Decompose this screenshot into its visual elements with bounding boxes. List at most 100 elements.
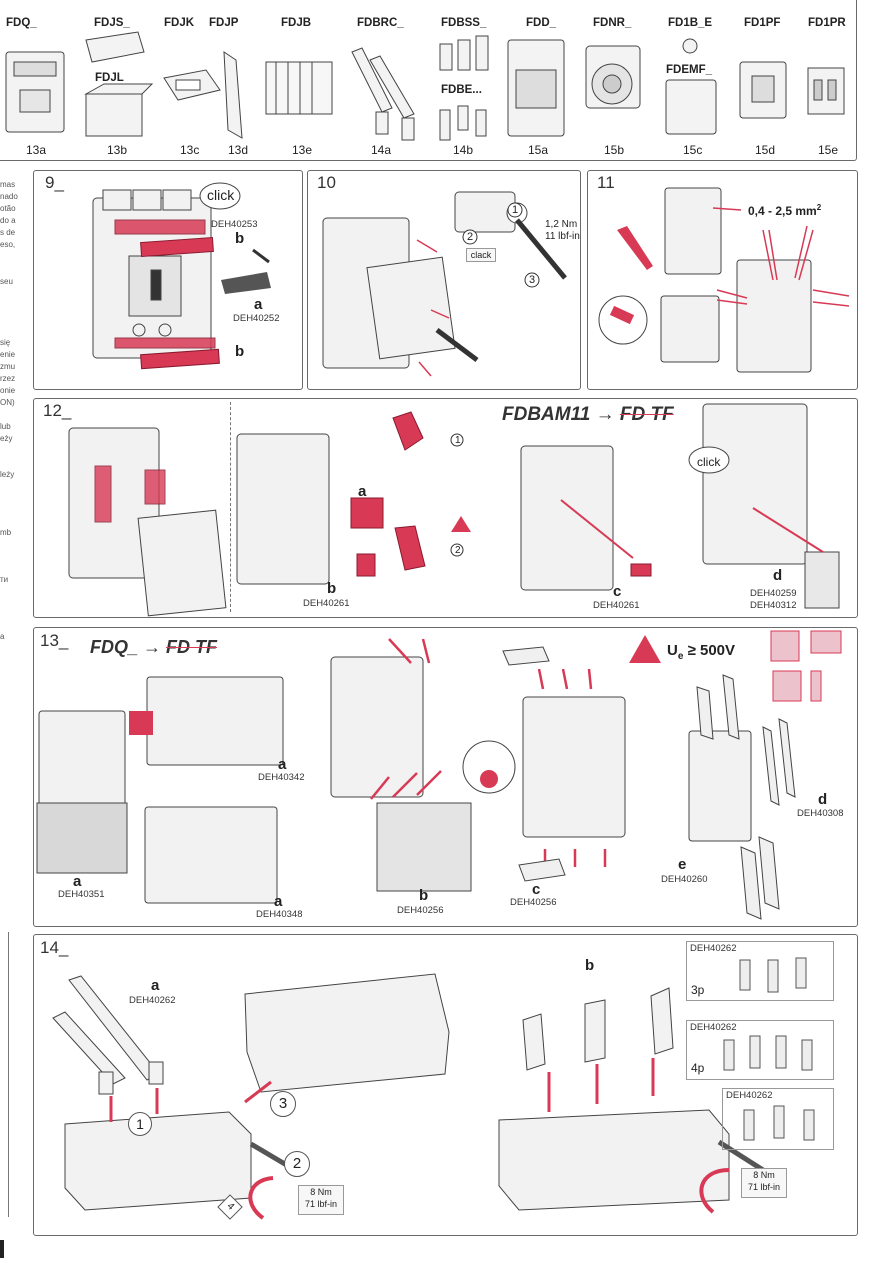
step-13-letter-a3: a <box>274 893 283 910</box>
step-13-code-b: DEH40256 <box>397 905 444 916</box>
step-11-wire-size: 0,4 - 2,5 mm2 <box>748 203 821 218</box>
step-13-heading: FDQ_ → FD TF <box>90 637 217 658</box>
step-13-voltage-rest: ≥ 500V <box>687 642 736 659</box>
step-13-letter-a1: a <box>278 756 287 773</box>
step-14-letter-b: b <box>585 957 595 974</box>
step-12-code-c: DEH40261 <box>593 600 640 611</box>
sublabel-15b: 15b <box>604 143 625 157</box>
step-12-code-d2: DEH40312 <box>750 600 797 611</box>
side-text-2: otão <box>0 204 16 213</box>
connector-box-4p <box>686 1020 834 1080</box>
sublabel-15c: 15c <box>683 143 703 157</box>
code-fdjb: FDJB <box>281 17 312 29</box>
side-text-14: eży <box>0 434 13 443</box>
code-fdjs: FDJS_ <box>94 17 130 29</box>
step-14-c1: 1 <box>128 1112 152 1136</box>
sublabel-15d: 15d <box>755 143 776 157</box>
side-text-9: zmu <box>0 362 16 371</box>
side-text-11: onie <box>0 386 16 395</box>
step-11-illustration <box>598 187 850 373</box>
step-12-code-d1: DEH40259 <box>750 588 797 599</box>
step-12-divider <box>230 402 231 612</box>
code-fdd: FDD_ <box>526 17 557 29</box>
side-text-7: się <box>0 338 11 347</box>
side-text-5: eso, <box>0 240 16 249</box>
top-row-illustrations <box>5 31 845 141</box>
side-text-10: rzez <box>0 374 16 383</box>
step-9-illustration <box>92 182 271 370</box>
side-text-16: mb <box>0 528 12 537</box>
sublabel-13c: 13c <box>180 143 200 157</box>
code-fdbe: FDBE... <box>441 84 482 96</box>
step-14-torque-box-b: 8 Nm 71 lbf-in <box>741 1168 787 1198</box>
step-13-illustration <box>36 630 842 920</box>
arrow-icon: → <box>595 404 615 425</box>
connector-box-4p-code: DEH40262 <box>690 1022 737 1033</box>
step-11-wire-sup: 2 <box>816 203 822 212</box>
sublabel-13b: 13b <box>107 143 128 157</box>
step-11-panel <box>587 170 858 390</box>
code-fdjp: FDJP <box>209 17 239 29</box>
step-12-heading: FDBAM11 → FD TF <box>502 404 674 426</box>
step-12-letter-d: d <box>773 567 783 584</box>
step-12-struck-code: FD TF <box>619 404 674 425</box>
step-12-click: click <box>697 455 721 469</box>
connector-box-3p-code: DEH40262 <box>690 943 737 954</box>
step-14-c2: 2 <box>284 1151 310 1177</box>
code-fdq: FDQ_ <box>6 17 37 29</box>
side-text-6: seu <box>0 277 13 286</box>
step-13-struck-code: FD TF <box>166 637 218 657</box>
step-10-c3: 3 <box>529 274 536 286</box>
sublabel-13d: 13d <box>228 143 249 157</box>
code-fd1b-e: FD1B_E <box>668 17 713 29</box>
side-rule <box>0 932 9 1217</box>
step-13-letter-b: b <box>419 887 429 904</box>
step-9-number: 9_ <box>45 173 64 192</box>
step-13-code-a1: DEH40342 <box>258 772 305 783</box>
side-text-15: leży <box>0 470 15 479</box>
step-9-letter-b2: b <box>235 343 245 360</box>
code-fdjk: FDJK <box>164 17 195 29</box>
step-11-number: 11 <box>597 173 615 192</box>
step-13-code-c: DEH40256 <box>510 897 557 908</box>
step-14-illustration <box>52 973 765 1220</box>
side-text-3: do a <box>0 216 16 225</box>
step-10-illustration <box>322 191 567 377</box>
sublabel-15e: 15e <box>818 143 839 157</box>
step-13-code-a2: DEH40351 <box>58 889 105 900</box>
connector-box-3-code: DEH40262 <box>726 1090 773 1101</box>
connector-box-3p <box>686 941 834 1001</box>
code-fd1pr: FD1PR <box>808 17 846 29</box>
step-14-torque-box-a: 8 Nm 71 lbf-in <box>298 1185 344 1215</box>
connector-box-4p-label: 4p <box>691 1061 705 1075</box>
connector-box-3p-label: 3p <box>691 983 705 997</box>
step-13-code-d: DEH40308 <box>797 808 844 819</box>
side-text-12: ON) <box>0 398 15 407</box>
step-13-letter-c: c <box>532 881 541 898</box>
step-13-voltage-u: U <box>667 642 678 659</box>
step-9-letter-a: a <box>254 296 263 313</box>
step-14-number: 14_ <box>40 938 69 957</box>
step-12-letter-a: a <box>358 483 367 500</box>
side-text-13: lub <box>0 422 11 431</box>
step-14-letter-a: a <box>151 977 160 994</box>
arrow-icon: → <box>143 637 162 657</box>
step-14-torque-a1: 8 Nm <box>310 1187 332 1197</box>
code-fdemf: FDEMF_ <box>666 64 712 76</box>
step-10-torque: 1,2 Nm <box>545 219 578 230</box>
side-mark <box>0 1240 4 1258</box>
code-fd1pf: FD1PF <box>744 17 781 29</box>
step-9-letter-b1: b <box>235 230 245 247</box>
step-13-letter-e: e <box>678 856 687 873</box>
step-12-illustration <box>68 403 840 617</box>
code-fdnr: FDNR_ <box>593 17 632 29</box>
sublabel-13e: 13e <box>292 143 313 157</box>
step-12-letter-c: c <box>613 583 622 600</box>
step-11-wire-text: 0,4 - 2,5 mm <box>748 204 817 218</box>
step-12-c1: 1 <box>455 435 461 446</box>
connector-box-3 <box>722 1088 834 1150</box>
step-13-code-e: DEH40260 <box>661 874 708 885</box>
step-9-code-2: DEH40252 <box>233 313 280 324</box>
code-fdjl: FDJL <box>95 72 124 84</box>
